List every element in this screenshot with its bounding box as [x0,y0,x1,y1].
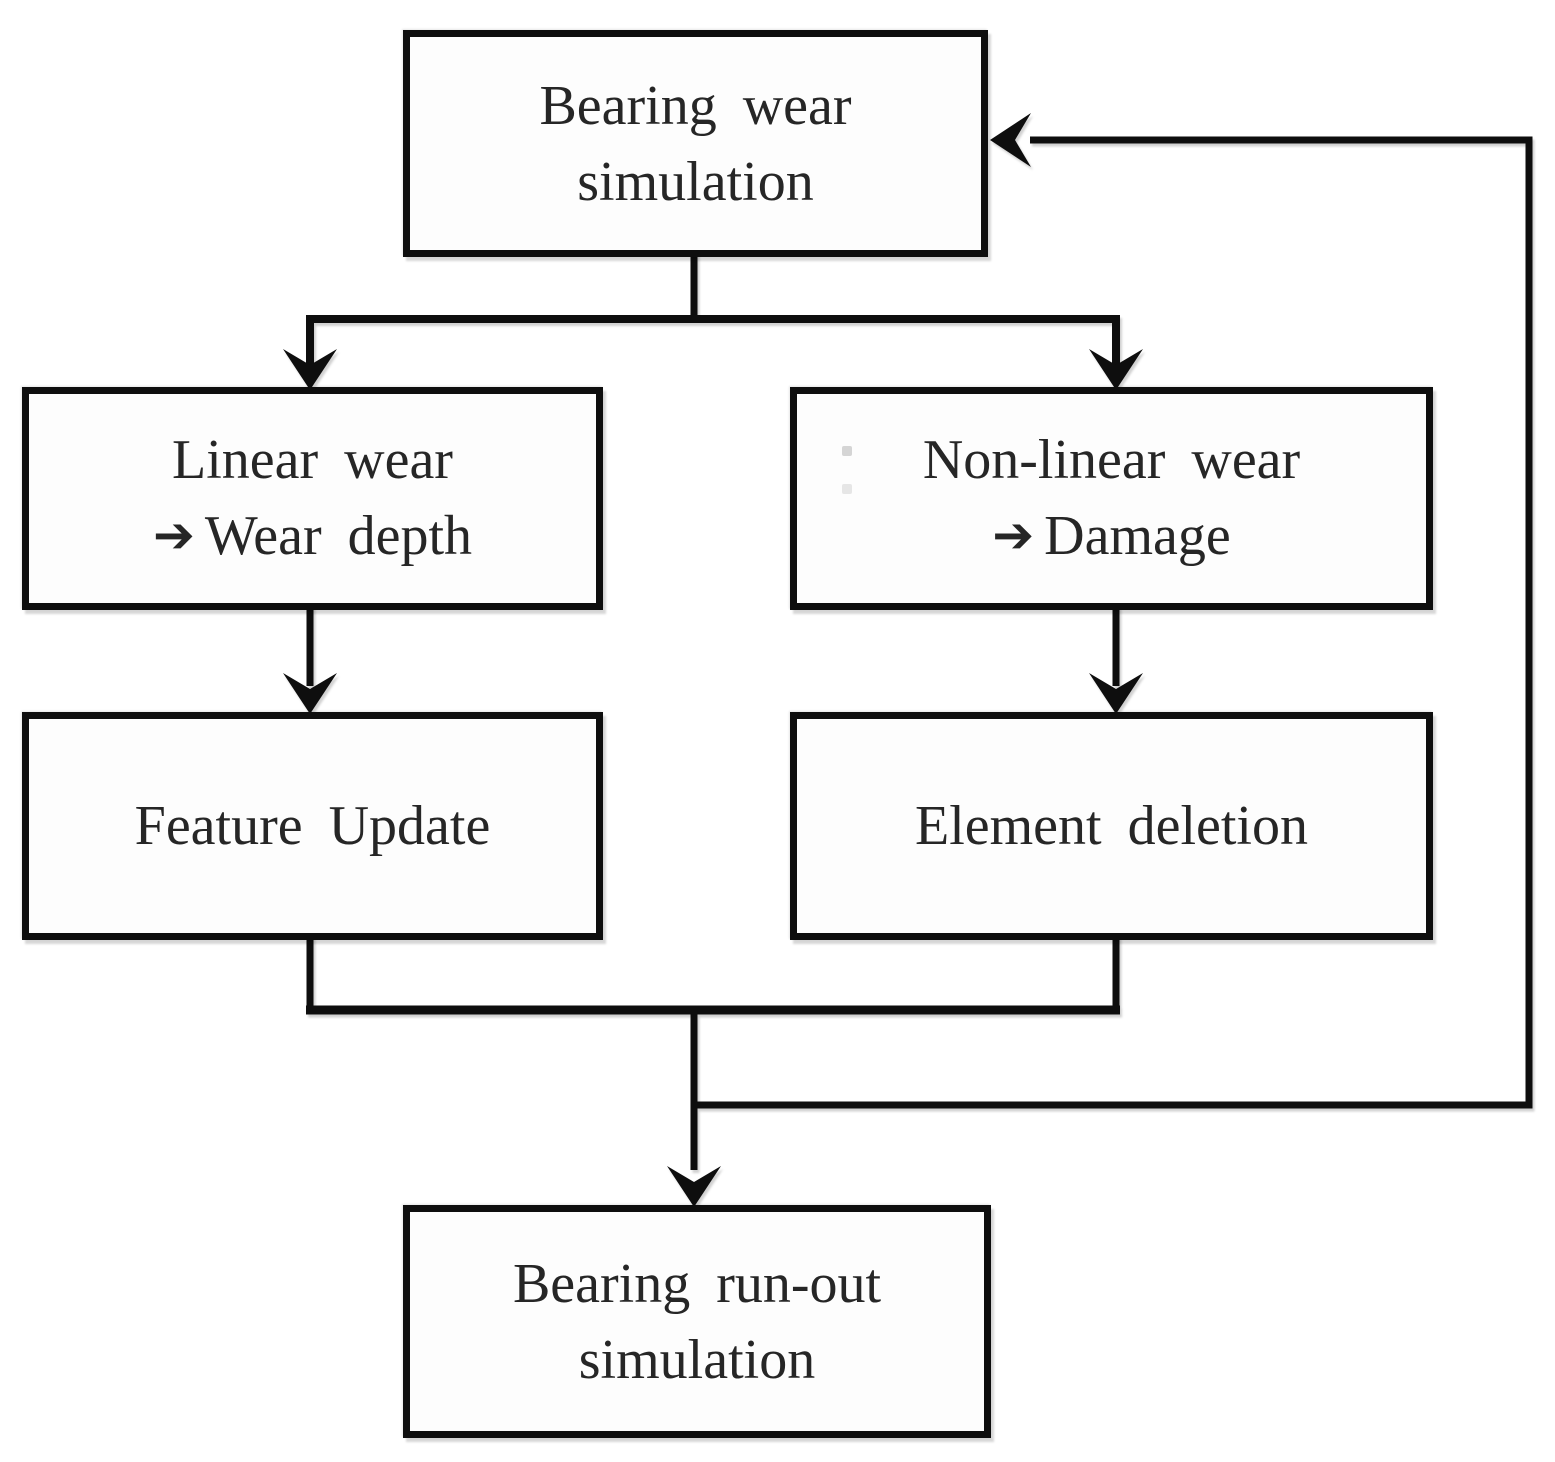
node-non-linear-wear: Non-linear wear ➔Damage [790,387,1433,610]
node-label-line: Feature Update [134,795,491,857]
arrowhead-to-element-deletion [1089,673,1143,714]
right-arrow-icon: ➔ [992,506,1035,564]
node-label-line: Linear wear [172,429,453,491]
node-label-line: ➔Wear depth [153,498,472,575]
node-label-text: Damage [1044,505,1231,567]
edge-branch-split [306,315,1120,380]
scan-artifact-dots [842,446,852,494]
arrowhead-to-linear-wear [283,349,337,390]
right-arrow-icon: ➔ [152,506,195,564]
arrowhead-to-non-linear-wear [1089,349,1143,390]
arrowhead-feedback-to-top [990,113,1031,167]
node-label-line: ➔Damage [992,498,1230,575]
node-label-line: simulation [578,1328,816,1391]
node-label-line: Element deletion [915,795,1308,857]
node-label-line: Bearing wear [539,74,852,137]
node-feature-update: Feature Update [22,712,603,940]
node-linear-wear: Linear wear ➔Wear depth [22,387,603,610]
node-bearing-run-out-simulation: Bearing run-out simulation [403,1205,991,1438]
node-label-text: Wear depth [204,505,473,567]
arrowhead-to-run-out-simulation [667,1166,721,1207]
node-element-deletion: Element deletion [790,712,1433,940]
edge-feedback-loop [694,136,1533,1109]
arrowhead-to-feature-update [283,673,337,714]
node-label-line: Non-linear wear [922,429,1301,491]
node-label-line: simulation [577,150,814,213]
node-bearing-wear-simulation: Bearing wear simulation [403,30,988,257]
node-label-line: Bearing run-out [512,1252,882,1315]
